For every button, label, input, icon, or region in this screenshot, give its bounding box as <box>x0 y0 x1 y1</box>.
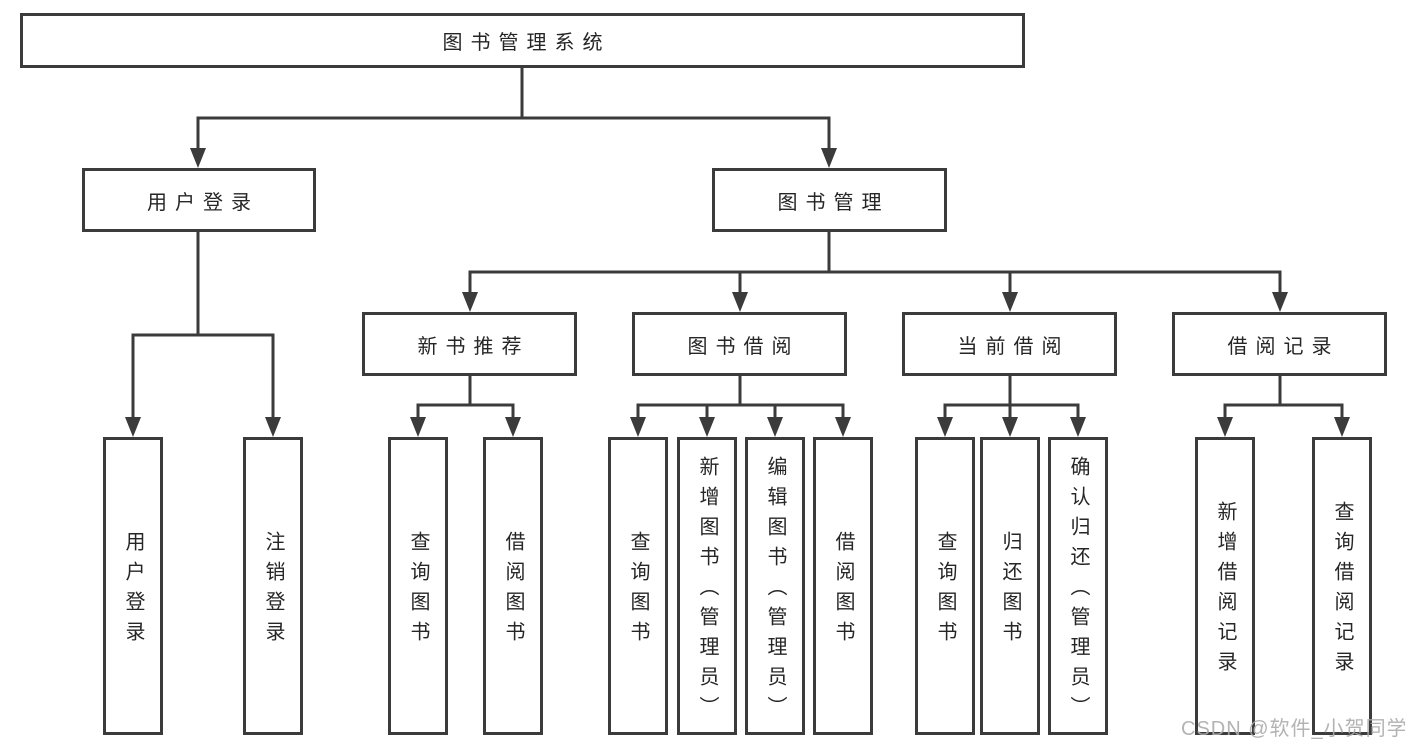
leaf-label: 借阅图书 <box>832 531 854 651</box>
leaf-label: 新增借阅记录 <box>1214 501 1236 681</box>
node-borrow-record: 借阅记录 <box>1172 312 1387 376</box>
leaf-label: 新增图书（管理员） <box>696 456 718 726</box>
node-library-management-system: 图书管理系统 <box>20 13 1025 68</box>
leaf-label: 借阅图书 <box>502 531 524 651</box>
node-label: 借阅记录 <box>1227 335 1340 358</box>
node-label: 用户登录 <box>147 191 259 214</box>
node-book-management: 图书管理 <box>712 168 947 232</box>
leaf-label: 编辑图书（管理员） <box>764 456 786 726</box>
leaf-label: 查询图书 <box>627 531 649 651</box>
leaf-confirm-return-admin: 确认归还（管理员） <box>1048 437 1108 735</box>
leaf-return-book: 归还图书 <box>980 437 1040 735</box>
node-user-login: 用户登录 <box>82 168 316 232</box>
arrowheads <box>125 148 1350 437</box>
leaf-logout-login: 注销登录 <box>243 437 303 735</box>
node-book-borrow: 图书借阅 <box>632 312 847 376</box>
leaf-add-borrow-record: 新增借阅记录 <box>1195 437 1255 735</box>
leaf-query-book-current: 查询图书 <box>915 437 975 735</box>
leaf-label: 查询图书 <box>407 531 429 651</box>
leaf-query-book-borrow: 查询图书 <box>608 437 668 735</box>
leaf-borrow-book-recommend: 借阅图书 <box>483 437 543 735</box>
leaf-user-login: 用户登录 <box>103 437 163 735</box>
node-label: 当前借阅 <box>957 335 1070 358</box>
leaf-label: 用户登录 <box>122 531 144 651</box>
leaf-label: 注销登录 <box>262 531 284 651</box>
node-label: 新书推荐 <box>417 335 530 358</box>
leaf-edit-book-admin: 编辑图书（管理员） <box>745 437 805 735</box>
leaf-borrow-book: 借阅图书 <box>813 437 873 735</box>
leaf-label: 确认归还（管理员） <box>1067 456 1089 726</box>
node-label: 图书借阅 <box>687 335 800 358</box>
node-new-book-recommend: 新书推荐 <box>362 312 577 376</box>
node-label: 图书管理 <box>777 191 890 214</box>
csdn-watermark: CSDN @软件_小贺同学 <box>1181 718 1405 740</box>
leaf-label: 归还图书 <box>999 531 1021 651</box>
node-label: 图书管理系统 <box>442 32 611 54</box>
node-current-borrow: 当前借阅 <box>902 312 1117 376</box>
leaf-query-book-recommend: 查询图书 <box>388 437 448 735</box>
leaf-label: 查询借阅记录 <box>1331 501 1353 681</box>
leaf-label: 查询图书 <box>934 531 956 651</box>
leaf-query-borrow-record: 查询借阅记录 <box>1312 437 1372 735</box>
leaf-add-book-admin: 新增图书（管理员） <box>677 437 737 735</box>
